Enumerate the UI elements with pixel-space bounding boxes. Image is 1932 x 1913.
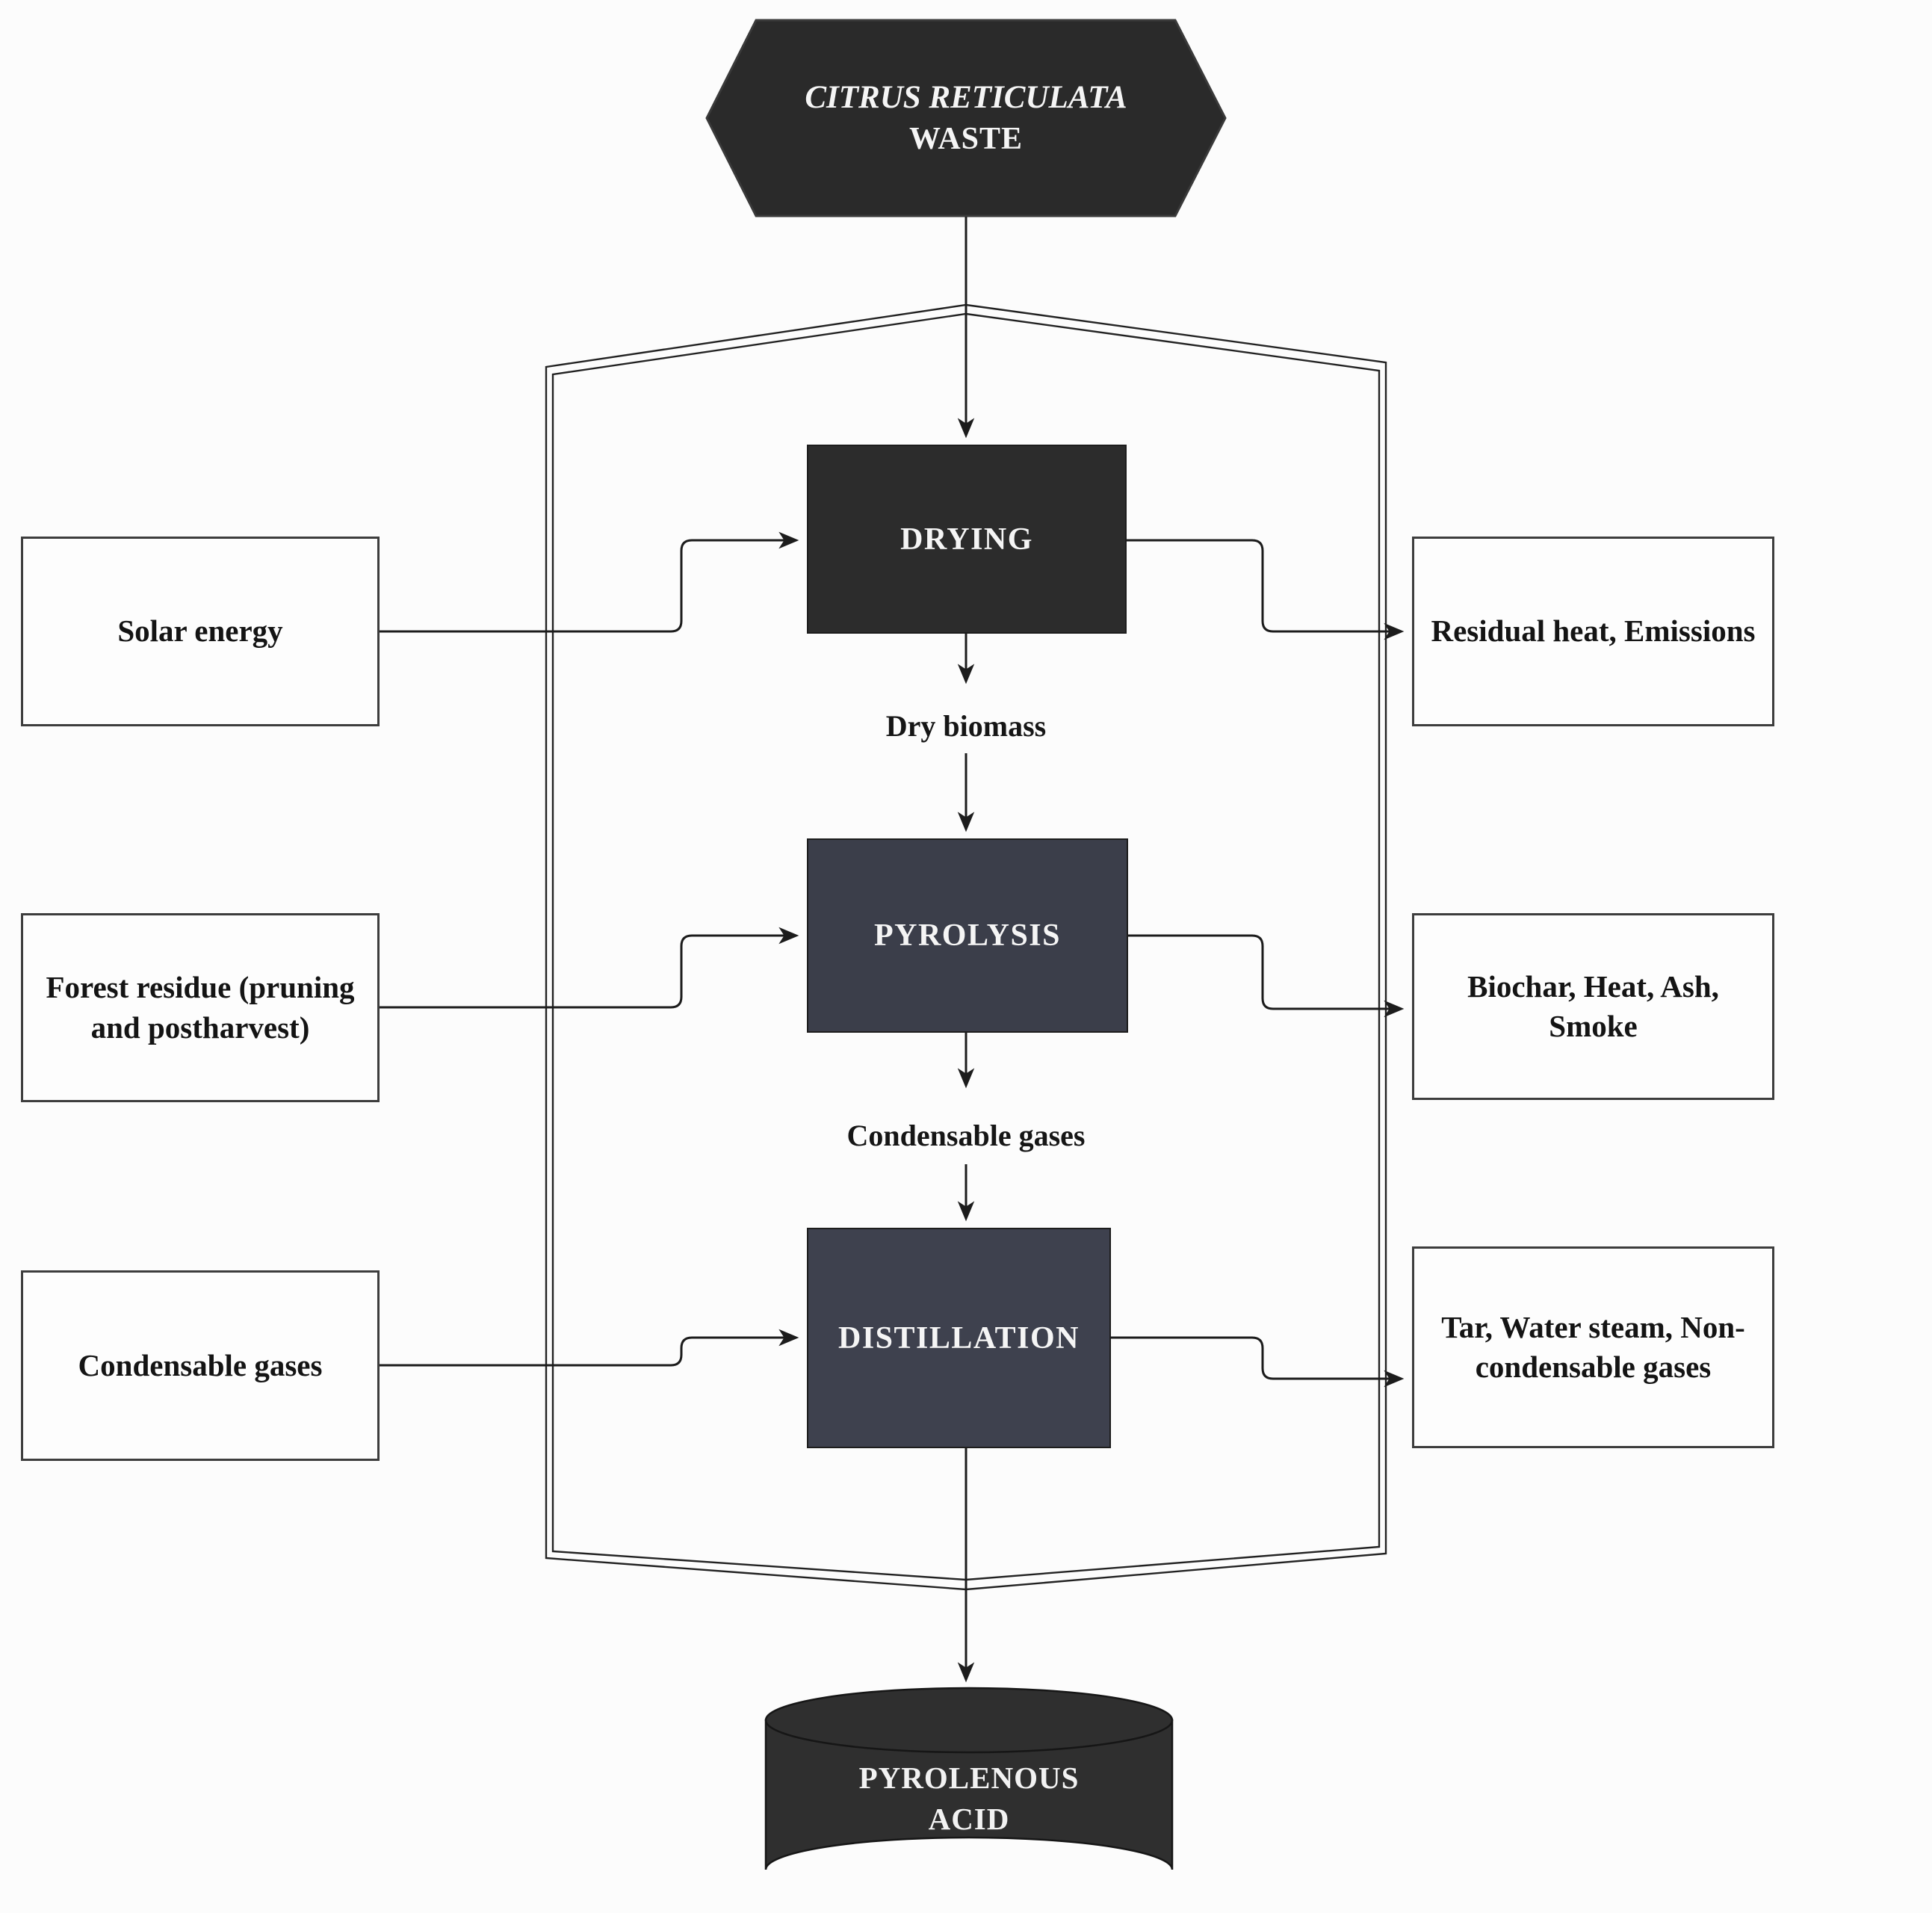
output-box-biochar: Biochar, Heat, Ash, Smoke (1412, 913, 1774, 1100)
source-hexagon (705, 19, 1227, 217)
arrow-drying-to-residualheat (1127, 539, 1405, 640)
arrow-distillation-to-tar (1111, 1336, 1405, 1388)
process-box-distillation: DISTILLATION (807, 1228, 1111, 1448)
input-label: Condensable gases (78, 1347, 323, 1382)
input-box-solar-energy: Solar energy (21, 537, 380, 726)
product-cylinder-body (764, 1719, 1174, 1870)
product-cylinder-lid (764, 1687, 1174, 1754)
output-label: Tar, Water steam, Non-condensable gases (1441, 1309, 1745, 1384)
stream-label-condensable-gases: Condensable gases (846, 1119, 1086, 1152)
arrow-solar-to-drying (380, 531, 799, 633)
process-label: DISTILLATION (838, 1320, 1080, 1356)
output-box-tar: Tar, Water steam, Non-condensable gases (1412, 1246, 1774, 1448)
input-label: Solar energy (117, 614, 283, 649)
arrow-forest-to-pyrolysis (380, 927, 799, 1009)
product-node: PYROLENOUS ACID (779, 1758, 1159, 1841)
process-box-drying: DRYING (807, 445, 1127, 634)
input-label: Forest residue (pruning and postharvest) (46, 970, 355, 1045)
output-box-residual-heat: Residual heat, Emissions (1412, 537, 1774, 726)
process-box-pyrolysis: PYROLYSIS (807, 838, 1128, 1033)
arrow-pyrolysis-to-biochar (1128, 934, 1405, 1018)
input-box-forest-residue: Forest residue (pruning and postharvest) (21, 913, 380, 1102)
source-name: CITRUS RETICULATA (805, 79, 1127, 115)
stream-label-dry-biomass: Dry biomass (885, 709, 1047, 743)
output-label: Residual heat, Emissions (1431, 614, 1756, 649)
product-name-line2: ACID (928, 1802, 1010, 1837)
source-node: CITRUS RETICULATA WASTE (707, 20, 1225, 216)
process-label: PYROLYSIS (873, 918, 1062, 953)
source-qualifier: WASTE (908, 121, 1024, 156)
process-label: DRYING (900, 522, 1033, 557)
output-label: Biochar, Heat, Ash, Smoke (1467, 968, 1719, 1043)
product-name-line1: PYROLENOUS (858, 1761, 1080, 1795)
arrow-condgases-to-distillation (380, 1329, 799, 1367)
input-box-condensable-gases: Condensable gases (21, 1270, 380, 1461)
